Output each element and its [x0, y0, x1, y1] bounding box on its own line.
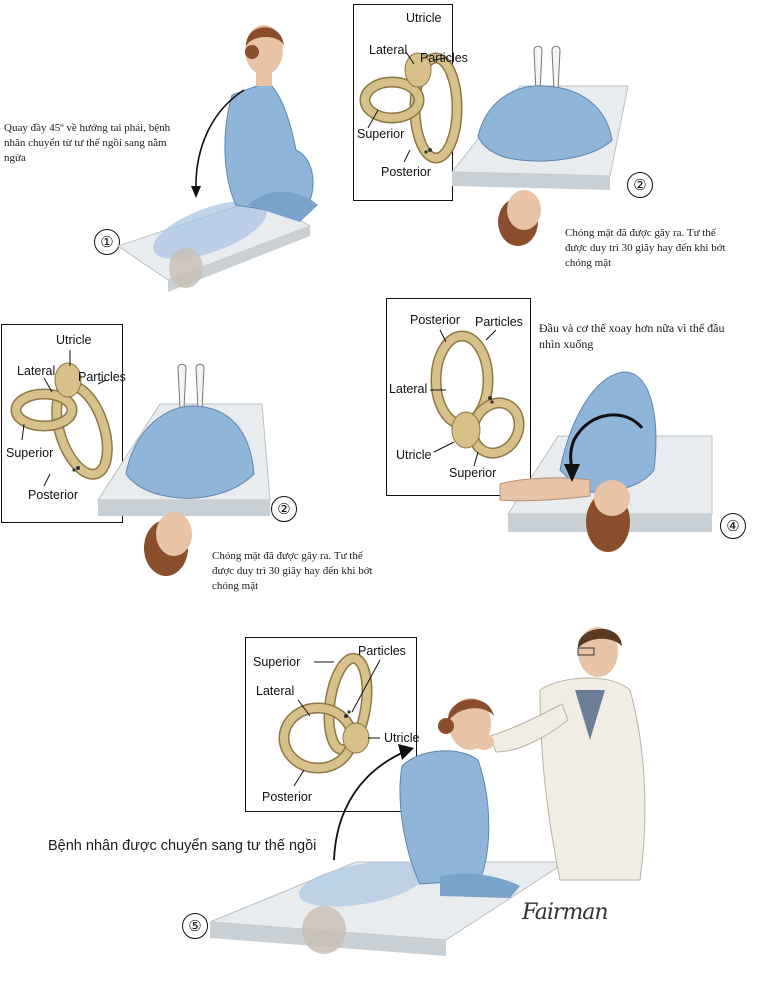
step-2b-caption: Chóng mặt đã được gây ra. Tư thế được du…: [212, 550, 373, 592]
step-2b-label-posterior: Posterior: [28, 488, 79, 502]
step-4-label-posterior: Posterior: [410, 313, 461, 327]
artist-signature: Fairman: [522, 900, 609, 925]
step-4-label-lateral: Lateral: [389, 382, 428, 396]
step-2a-number: ②: [627, 172, 653, 198]
step-5-number: ⑤: [182, 913, 208, 939]
step-4-label-superior: Superior: [449, 466, 497, 480]
step-2a-label-particles: Particles: [420, 51, 468, 65]
step-2b-label-particles: Particles: [78, 370, 126, 384]
step-4-caption: Đầu và cơ thể xoay hơn nữa vì thế đầu nh…: [539, 321, 725, 351]
step-5-label-superior: Superior: [253, 655, 301, 669]
step-2a-label-posterior: Posterior: [381, 165, 432, 179]
step-5-caption: Bệnh nhân được chuyển sang tư thế ngồi: [48, 838, 317, 854]
step-1-number: ①: [94, 229, 120, 255]
step-2a-label-superior: Superior: [357, 127, 405, 141]
step-4-label-utricle: Utricle: [396, 448, 432, 462]
step-1-caption: Quay đầy 45º về hướng tai phải, bệnh nhâ…: [4, 122, 171, 164]
step-5-label-lateral: Lateral: [256, 684, 295, 698]
step-2b-label-superior: Superior: [6, 446, 54, 460]
step-2b-label-utricle: Utricle: [56, 333, 92, 347]
step-4-number: ④: [720, 513, 746, 539]
step-2a-caption: Chóng mặt đã được gây ra. Tư thế được du…: [565, 227, 726, 269]
step-5-label-posterior: Posterior: [262, 790, 313, 804]
step-2a-label-utricle: Utricle: [406, 11, 442, 25]
step-2b-number: ②: [271, 496, 297, 522]
step-5-label-utricle: Utricle: [384, 731, 420, 745]
step-2b-label-lateral: Lateral: [17, 364, 56, 378]
step-4-label-particles: Particles: [475, 315, 523, 329]
step-5-label-particles: Particles: [358, 644, 406, 658]
step-2a-label-lateral: Lateral: [369, 43, 408, 57]
